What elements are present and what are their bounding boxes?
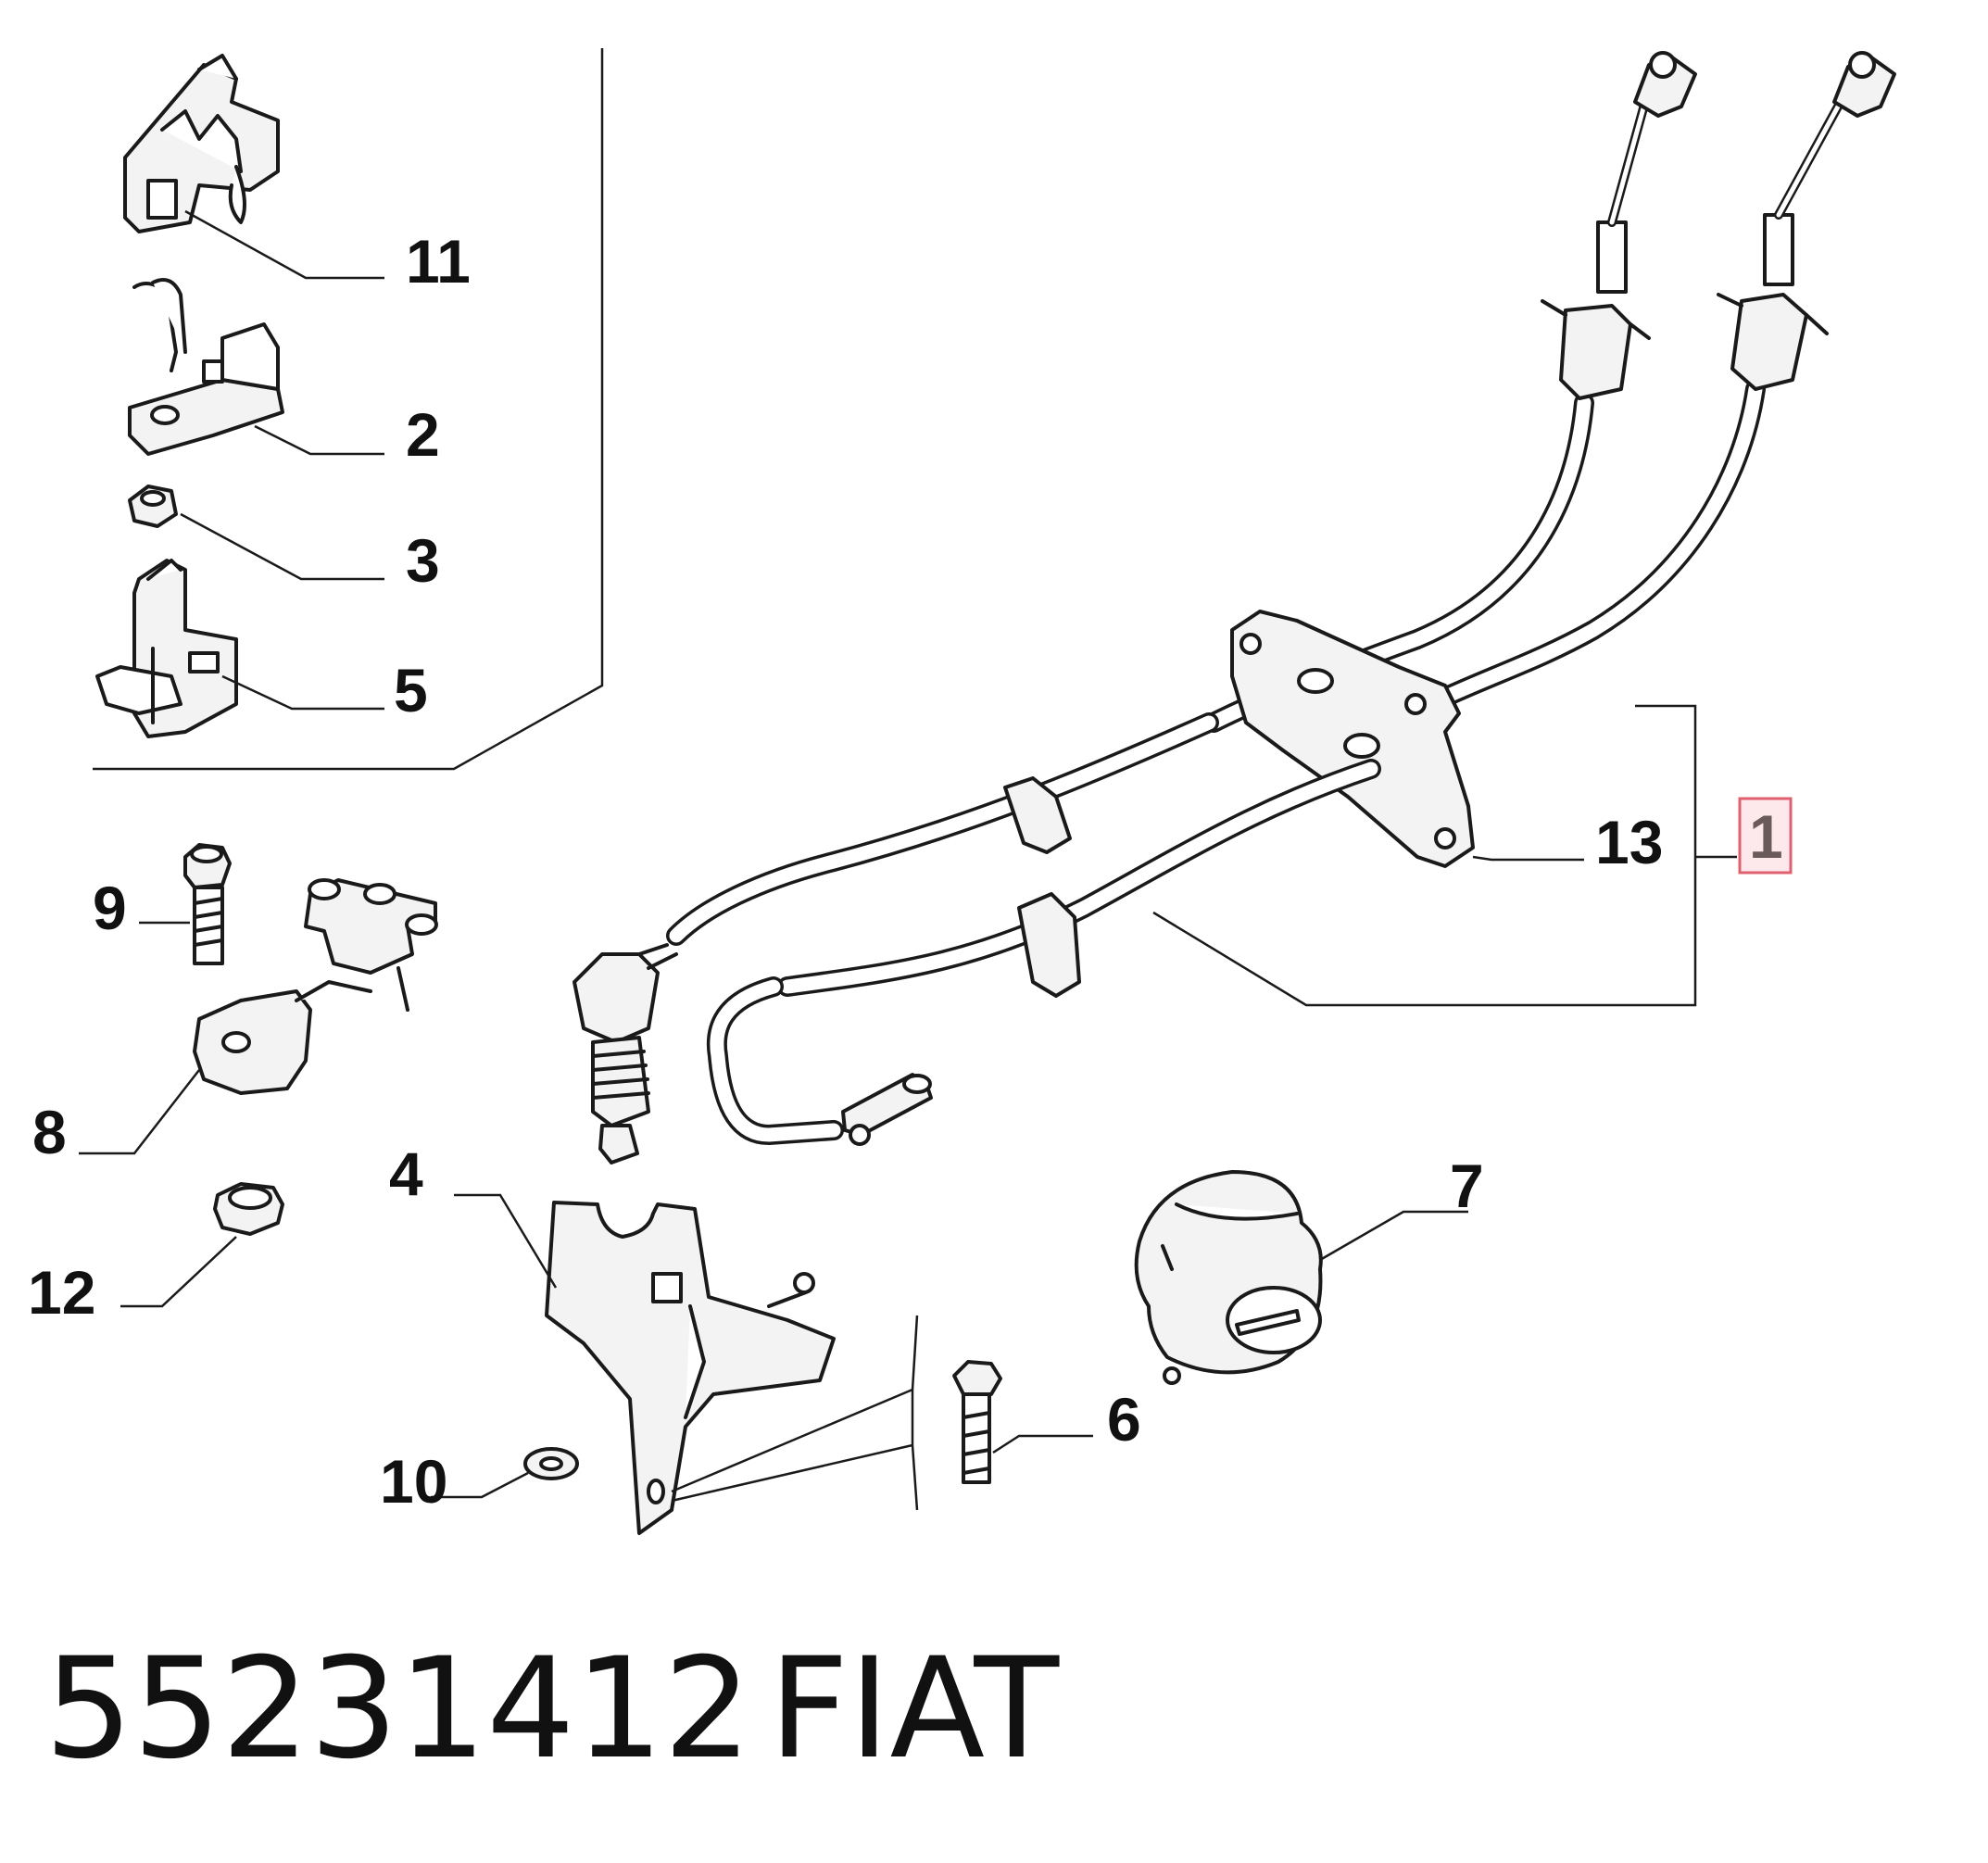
- callout-1-highlight-box: [1738, 797, 1793, 875]
- clip-11-drawing: [123, 54, 280, 233]
- leader-10: [431, 1471, 529, 1499]
- bracket-4-drawing: [545, 1201, 836, 1535]
- leader-5: [221, 674, 384, 711]
- callout-9: 9: [93, 874, 127, 942]
- boot-7-drawing: [1134, 1170, 1323, 1385]
- callout-2: 2: [406, 400, 440, 469]
- callout-4: 4: [389, 1139, 423, 1208]
- screw-6-drawing: [952, 1360, 1002, 1484]
- callout-13: 13: [1595, 808, 1663, 876]
- clamp-2-drawing: [128, 278, 284, 456]
- gearshift-cables-drawing: [572, 51, 1896, 1164]
- group-bracket: [1152, 704, 1737, 1007]
- nut-3-drawing: [128, 485, 178, 528]
- leader-3: [180, 512, 384, 581]
- kit-frame: [93, 48, 604, 771]
- callout-7: 7: [1450, 1152, 1484, 1220]
- brand-name: FIAT: [769, 1629, 1060, 1790]
- leader-2: [254, 424, 384, 456]
- leader-6: [671, 1315, 1093, 1511]
- callout-12: 12: [28, 1258, 95, 1327]
- nut-12-drawing: [213, 1182, 284, 1236]
- callout-5: 5: [394, 656, 428, 724]
- support-8-drawing: [193, 878, 438, 1095]
- leader-12: [120, 1236, 237, 1308]
- clip-5-drawing: [95, 559, 238, 738]
- leader-4: [454, 1193, 558, 1289]
- leader-8: [79, 1069, 200, 1155]
- washer-10-drawing: [523, 1447, 579, 1480]
- callout-10: 10: [380, 1447, 447, 1516]
- callout-11: 11: [406, 227, 471, 296]
- bolt-9-drawing: [183, 843, 232, 965]
- part-number: 55231412: [44, 1629, 752, 1790]
- callout-8: 8: [32, 1098, 67, 1166]
- leader-11: [184, 209, 384, 280]
- callout-3: 3: [406, 526, 440, 595]
- callout-1: 1: [1749, 802, 1783, 871]
- leader-7: [1319, 1210, 1468, 1262]
- callout-6: 6: [1107, 1385, 1141, 1454]
